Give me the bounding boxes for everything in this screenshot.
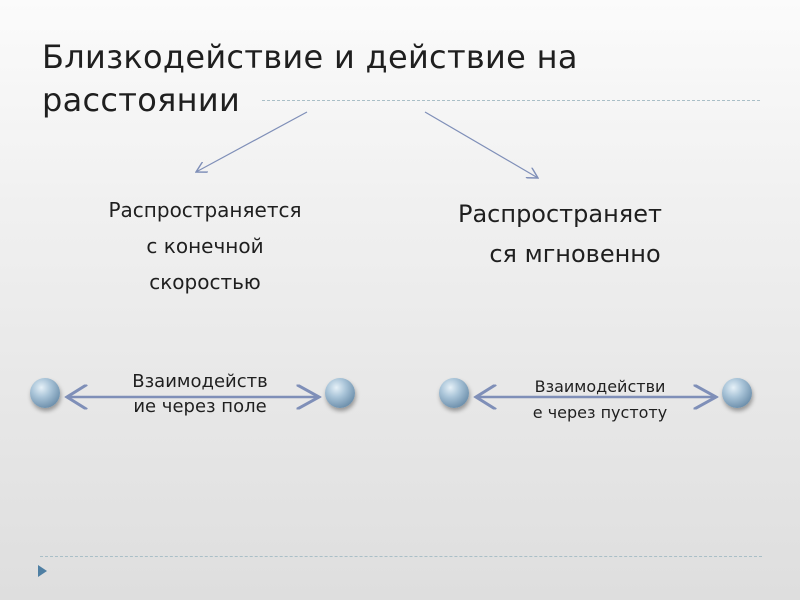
right-caption-line-2: ся мгновенно — [489, 240, 661, 268]
right-caption-line-1: Распространяет — [458, 200, 662, 228]
left-ball-2 — [325, 378, 355, 408]
right-interaction-line-1: Взаимодействи — [534, 377, 666, 396]
left-ball-1 — [30, 378, 60, 408]
triangle-icon — [38, 565, 47, 577]
left-interaction-line-1: Взаимодейств — [132, 371, 268, 392]
left-caption-line-2: с конечной — [146, 234, 264, 258]
right-interaction-label: Взаимодействи е через пустоту — [480, 374, 720, 426]
left-interaction-label: Взаимодейств ие через поле — [90, 369, 310, 419]
title-underline — [262, 100, 760, 101]
slide-title: Близкодействие и действие на расстоянии — [42, 36, 742, 122]
arrow-to-left-caption — [196, 111, 308, 172]
right-ball-2 — [722, 378, 752, 408]
right-caption: Распространяет ся мгновенно — [400, 194, 720, 274]
left-caption-line-3: скоростью — [149, 270, 261, 294]
left-caption: Распространяется с конечной скоростью — [60, 192, 350, 300]
footer-divider — [40, 556, 762, 557]
title-line-1: Близкодействие и действие на — [42, 38, 578, 76]
left-interaction-line-2: ие через поле — [133, 396, 267, 417]
arrow-to-right-caption — [424, 111, 538, 178]
title-line-2: расстоянии — [42, 81, 241, 119]
right-ball-1 — [439, 378, 469, 408]
right-interaction-line-2: е через пустоту — [532, 403, 668, 422]
left-caption-line-1: Распространяется — [108, 198, 302, 222]
